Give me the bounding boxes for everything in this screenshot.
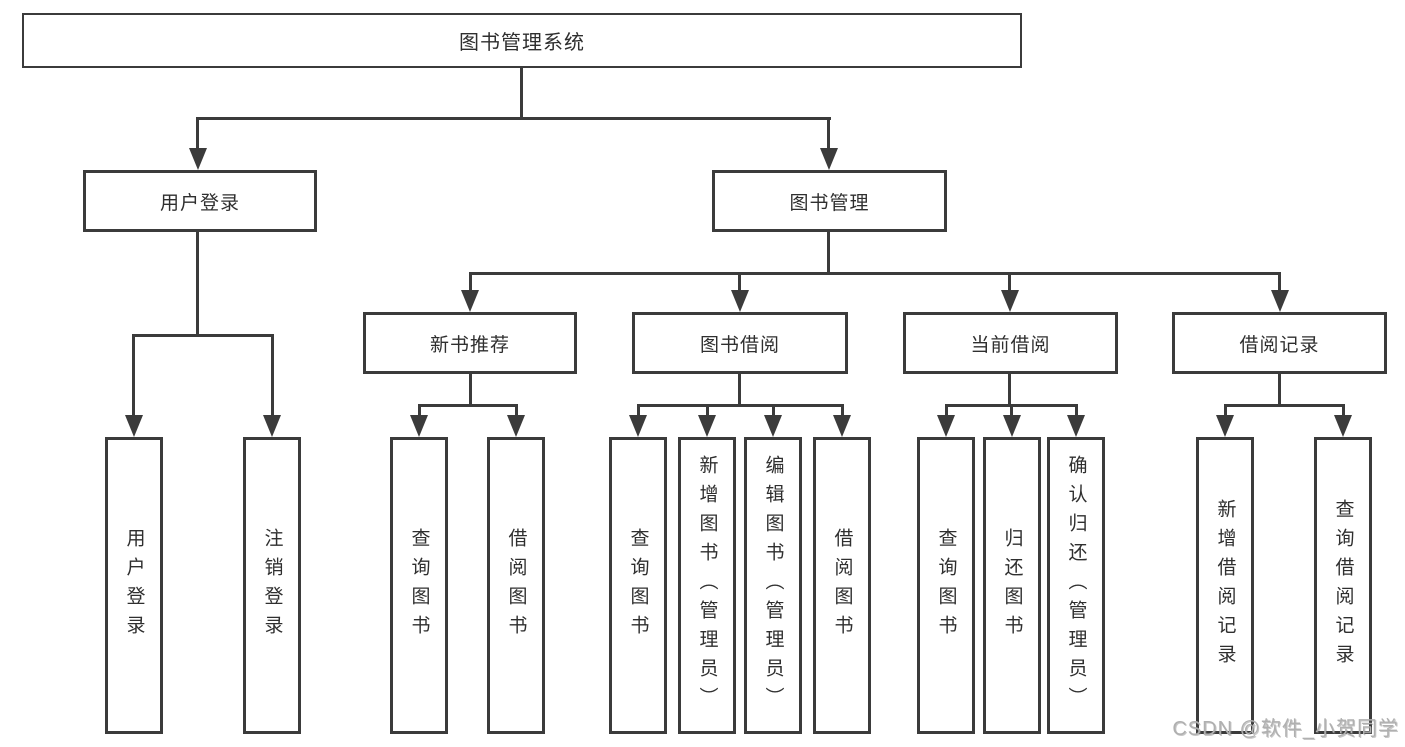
connector-line [515, 404, 518, 417]
arrowhead-down [1334, 415, 1352, 437]
connector-line [1008, 272, 1011, 292]
connector-level2-bus [196, 117, 831, 120]
leaf-edit-book-admin-label: 编辑图书（管理员） [762, 455, 784, 716]
leaf-confirm-return-admin: 确认归还（管理员） [1047, 437, 1105, 734]
arrowhead-down [1271, 290, 1289, 312]
connector-line [772, 404, 775, 417]
leaf-add-borrow-record-label: 新增借阅记录 [1214, 498, 1236, 673]
connector-root-stem [520, 67, 523, 119]
node-book-management-label: 图书管理 [789, 192, 870, 214]
connector-line [196, 231, 199, 337]
node-root-label: 图书管理系统 [459, 32, 585, 54]
leaf-logout-label: 注销登录 [261, 527, 283, 644]
node-current-borrow-label: 当前借阅 [970, 334, 1051, 356]
node-user-login-label: 用户登录 [159, 192, 240, 214]
csdn-watermark: CSDN @软件_小贺同学 [1172, 718, 1399, 740]
connector-line [1342, 404, 1345, 417]
connector-group-bus [418, 404, 518, 407]
node-book-borrow-label: 图书借阅 [699, 334, 780, 356]
leaf-query-books-borrow-label: 查询图书 [627, 527, 649, 644]
arrowhead-down [410, 415, 428, 437]
leaf-borrow-books-recommend-label: 借阅图书 [505, 527, 527, 644]
connector-line [418, 404, 421, 417]
node-borrow-records: 借阅记录 [1172, 312, 1387, 374]
leaf-edit-book-admin: 编辑图书（管理员） [744, 437, 802, 734]
arrowhead-down [764, 415, 782, 437]
arrowhead-down [1003, 415, 1021, 437]
arrowhead-down [125, 415, 143, 437]
connector-line [469, 373, 472, 406]
leaf-query-books-current: 查询图书 [917, 437, 975, 734]
leaf-user-login: 用户登录 [105, 437, 163, 734]
connector-group-bus [1224, 404, 1345, 407]
leaf-logout: 注销登录 [243, 437, 301, 734]
leaf-return-book-label: 归还图书 [1001, 527, 1023, 644]
node-borrow-records-label: 借阅记录 [1239, 334, 1320, 356]
leaf-add-book-admin-label: 新增图书（管理员） [696, 455, 718, 716]
leaf-query-books-recommend: 查询图书 [390, 437, 448, 734]
connector-line [1008, 373, 1011, 406]
arrowhead-down [507, 415, 525, 437]
leaf-query-books-recommend-label: 查询图书 [408, 527, 430, 644]
connector-line [738, 373, 741, 406]
arrowhead-down [1216, 415, 1234, 437]
connector-line [1278, 272, 1281, 292]
connector-line [1010, 404, 1013, 417]
connector-line [196, 117, 199, 150]
arrowhead-down [263, 415, 281, 437]
node-book-management: 图书管理 [712, 170, 947, 232]
leaf-add-borrow-record: 新增借阅记录 [1196, 437, 1254, 734]
connector-line [841, 404, 844, 417]
arrowhead-down [189, 148, 207, 170]
arrowhead-down [731, 290, 749, 312]
arrowhead-down [461, 290, 479, 312]
connector-line [637, 404, 640, 417]
connector-line [827, 117, 830, 150]
arrowhead-down [833, 415, 851, 437]
leaf-query-books-current-label: 查询图书 [935, 527, 957, 644]
arrowhead-down [1001, 290, 1019, 312]
arrowhead-down [937, 415, 955, 437]
connector-line [1224, 404, 1227, 417]
arrowhead-down [698, 415, 716, 437]
leaf-add-book-admin: 新增图书（管理员） [678, 437, 736, 734]
connector-line [132, 334, 135, 417]
connector-user-login-bus [132, 334, 274, 337]
connector-line [945, 404, 948, 417]
connector-line [469, 272, 472, 292]
leaf-query-books-borrow: 查询图书 [609, 437, 667, 734]
arrowhead-down [820, 148, 838, 170]
arrowhead-down [1067, 415, 1085, 437]
connector-level3-bus [469, 272, 1281, 275]
node-book-borrow: 图书借阅 [632, 312, 848, 374]
node-current-borrow: 当前借阅 [903, 312, 1118, 374]
node-user-login: 用户登录 [83, 170, 317, 232]
node-new-book-recommend: 新书推荐 [363, 312, 577, 374]
node-root: 图书管理系统 [22, 13, 1022, 68]
arrowhead-down [629, 415, 647, 437]
leaf-borrow-books-recommend: 借阅图书 [487, 437, 545, 734]
leaf-query-borrow-record: 查询借阅记录 [1314, 437, 1372, 734]
leaf-return-book: 归还图书 [983, 437, 1041, 734]
leaf-confirm-return-admin-label: 确认归还（管理员） [1065, 455, 1087, 716]
leaf-user-login-label: 用户登录 [123, 527, 145, 644]
connector-line [706, 404, 709, 417]
connector-line [271, 334, 274, 417]
connector-group-bus [637, 404, 844, 407]
connector-line [738, 272, 741, 292]
leaf-query-borrow-record-label: 查询借阅记录 [1332, 498, 1354, 673]
leaf-borrow-books: 借阅图书 [813, 437, 871, 734]
leaf-borrow-books-label: 借阅图书 [831, 527, 853, 644]
connector-line [827, 231, 830, 275]
connector-line [1075, 404, 1078, 417]
connector-line [1278, 373, 1281, 406]
node-new-book-recommend-label: 新书推荐 [429, 334, 510, 356]
